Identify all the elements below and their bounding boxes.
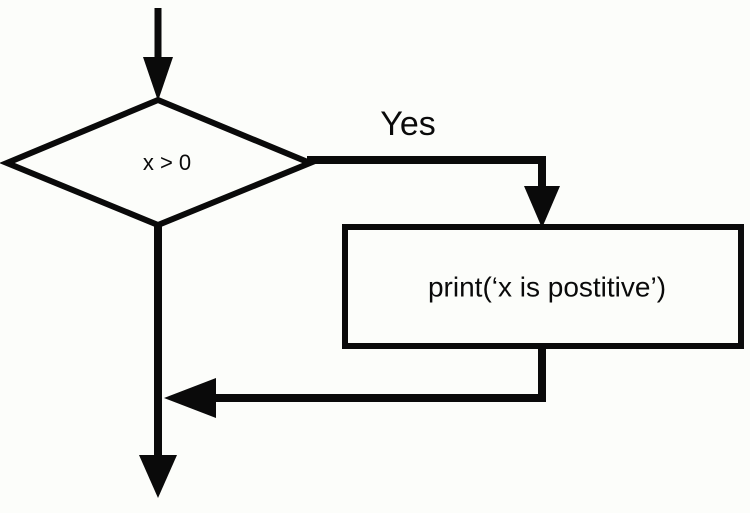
yes-branch-line bbox=[307, 156, 546, 190]
process-node-label: print(‘x is postitive’) bbox=[428, 271, 666, 302]
process-rect-outline bbox=[342, 224, 744, 349]
yes-branch-label: Yes bbox=[380, 105, 435, 143]
return-arrow bbox=[164, 346, 546, 418]
decision-node-x-greater-than-zero[interactable]: x > 0 bbox=[0, 96, 318, 229]
process-node-print-statement[interactable]: print(‘x is postitive’) bbox=[342, 224, 744, 349]
entry-arrow bbox=[143, 8, 173, 101]
exit-arrow bbox=[139, 222, 177, 498]
return-arrow-head-icon bbox=[164, 378, 216, 418]
decision-node-label: x > 0 bbox=[143, 150, 191, 175]
return-line bbox=[212, 346, 546, 402]
entry-arrow-head-icon bbox=[143, 57, 173, 101]
yes-branch-arrow bbox=[307, 156, 560, 228]
exit-arrow-head-icon bbox=[139, 455, 177, 498]
yes-branch-arrow-head-icon bbox=[524, 186, 560, 228]
